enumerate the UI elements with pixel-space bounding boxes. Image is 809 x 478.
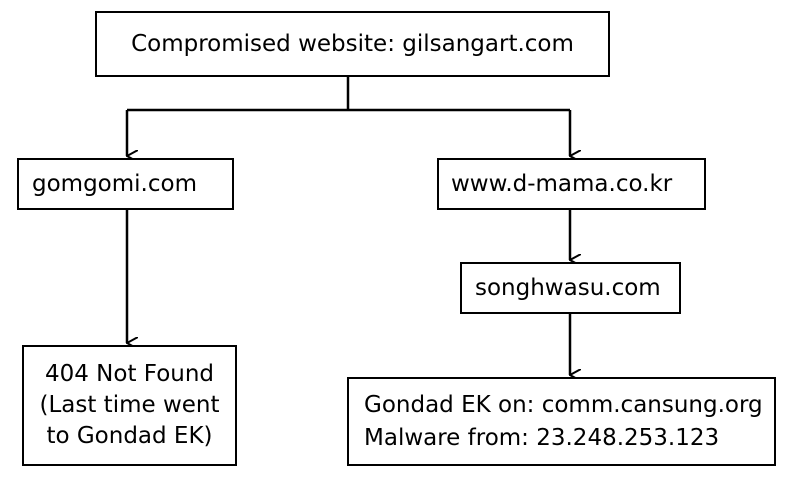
node-gomgomi: gomgomi.com (17, 158, 234, 210)
node-compromised-website-label: Compromised website: gilsangart.com (131, 31, 574, 57)
node-d-mama-label: www.d-mama.co.kr (451, 171, 673, 197)
node-songhwasu: songhwasu.com (460, 262, 681, 314)
node-gondad-line-2: Malware from: 23.248.253.123 (364, 424, 720, 451)
node-gondad-line-1: Gondad EK on: comm.cansung.org (364, 391, 763, 418)
node-404-line-3: to Gondad EK) (46, 423, 213, 449)
node-d-mama: www.d-mama.co.kr (437, 158, 706, 210)
node-compromised-website: Compromised website: gilsangart.com (95, 11, 610, 77)
node-404-line-1: 404 Not Found (44, 361, 215, 387)
node-gondad-ek: Gondad EK on: comm.cansung.org Malware f… (347, 377, 776, 466)
node-gomgomi-label: gomgomi.com (32, 171, 197, 197)
node-songhwasu-label: songhwasu.com (475, 275, 661, 301)
node-404-line-2: (Last time went (39, 392, 220, 418)
node-404-not-found: 404 Not Found (Last time went to Gondad … (22, 345, 237, 466)
